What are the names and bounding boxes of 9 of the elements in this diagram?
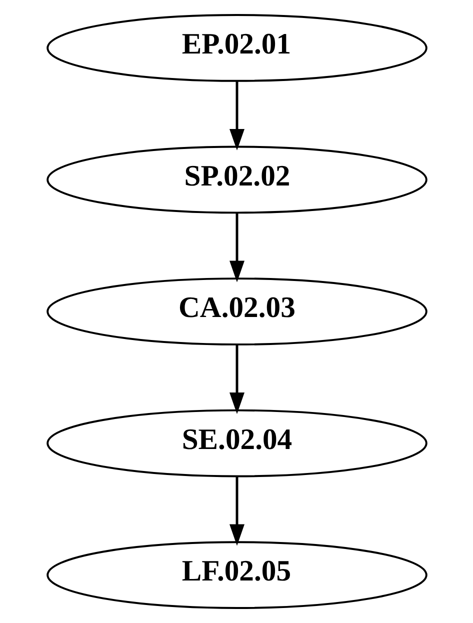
node-ellipse: EP.02.01 xyxy=(46,14,427,82)
arrow xyxy=(229,476,244,546)
node-ellipse: SE.02.04 xyxy=(46,409,427,478)
node-ellipse: CA.02.03 xyxy=(46,278,427,346)
arrow xyxy=(229,344,244,414)
node-ellipse: LF.02.05 xyxy=(46,541,427,609)
arrow xyxy=(229,213,244,282)
arrow xyxy=(229,81,244,150)
node-ellipse: SP.02.02 xyxy=(46,146,427,214)
